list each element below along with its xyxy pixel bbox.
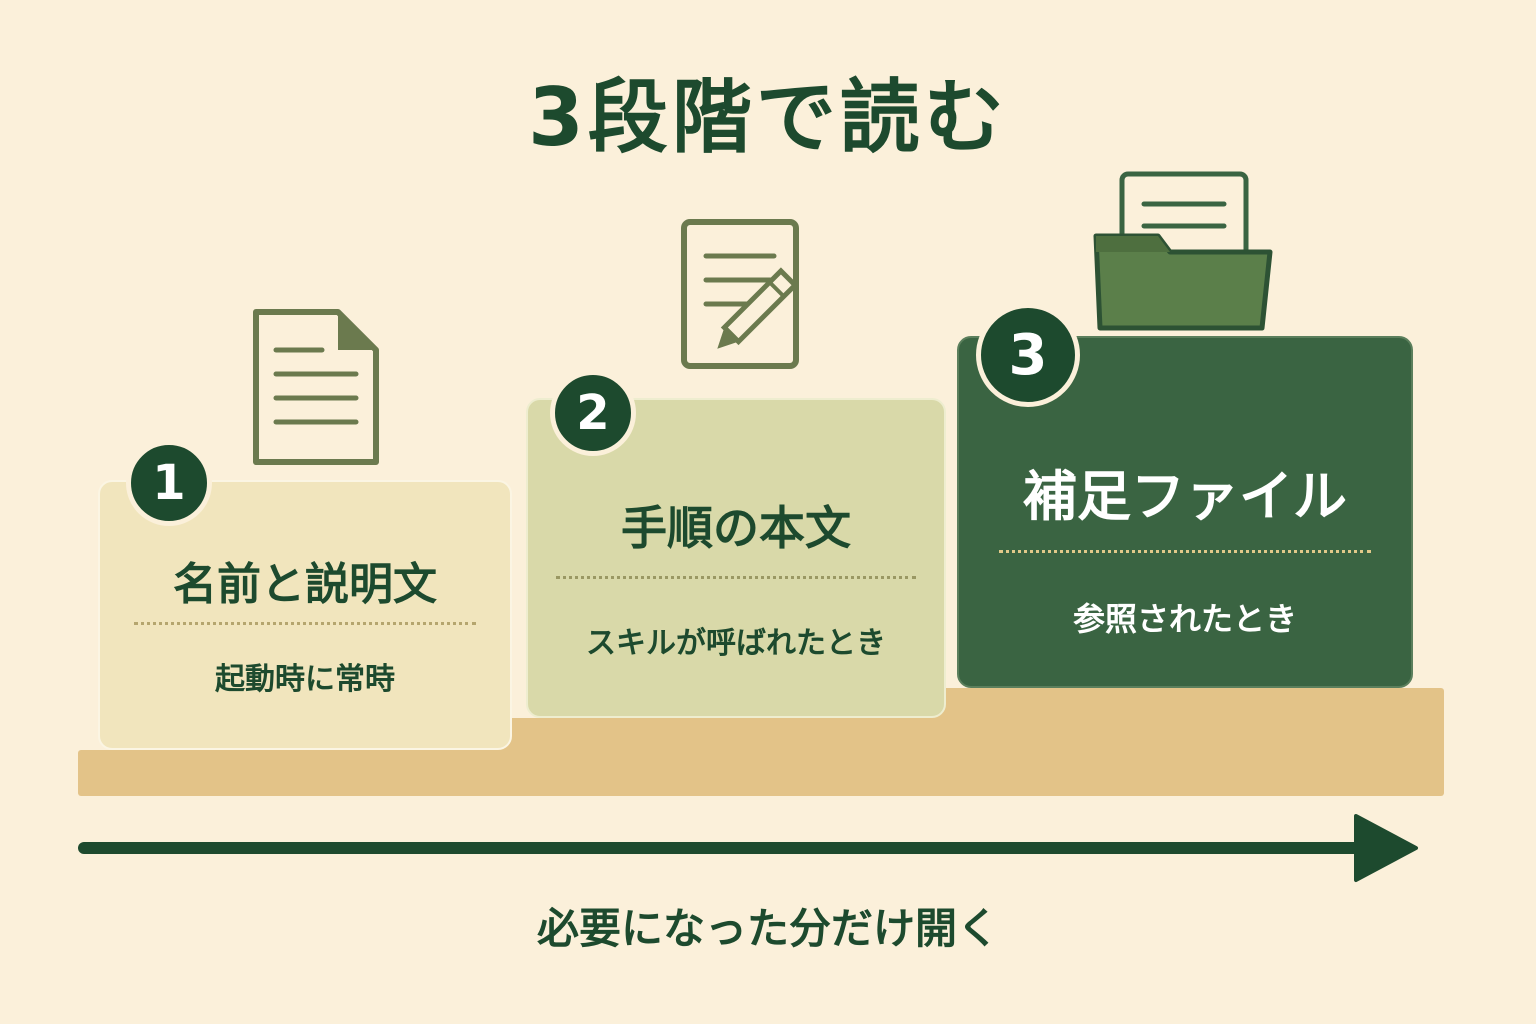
document-icon bbox=[253, 309, 379, 465]
stage-number-badge: 2 bbox=[550, 370, 636, 456]
stage-title: 手順の本文 bbox=[621, 501, 851, 555]
edit-document-icon bbox=[681, 219, 799, 369]
stage-timing: 起動時に常時 bbox=[215, 662, 395, 697]
stage-number-badge: 3 bbox=[976, 303, 1080, 407]
dotted-divider bbox=[999, 550, 1371, 553]
dotted-divider bbox=[556, 576, 916, 579]
stage-timing: スキルが呼ばれたとき bbox=[586, 626, 886, 661]
stage-number-badge: 1 bbox=[126, 440, 212, 526]
staircase-step-3 bbox=[922, 688, 1444, 728]
stage-title: 補足ファイル bbox=[1023, 465, 1347, 528]
folder-icon bbox=[1093, 171, 1273, 331]
progress-arrow bbox=[78, 814, 1418, 882]
dotted-divider bbox=[134, 622, 476, 625]
arrow-caption: 必要になった分だけ開く bbox=[536, 904, 999, 953]
stage-timing: 参照されたとき bbox=[1072, 600, 1297, 638]
stage-title: 名前と説明文 bbox=[173, 559, 437, 610]
diagram-title: 3段階で読む bbox=[528, 71, 1008, 164]
